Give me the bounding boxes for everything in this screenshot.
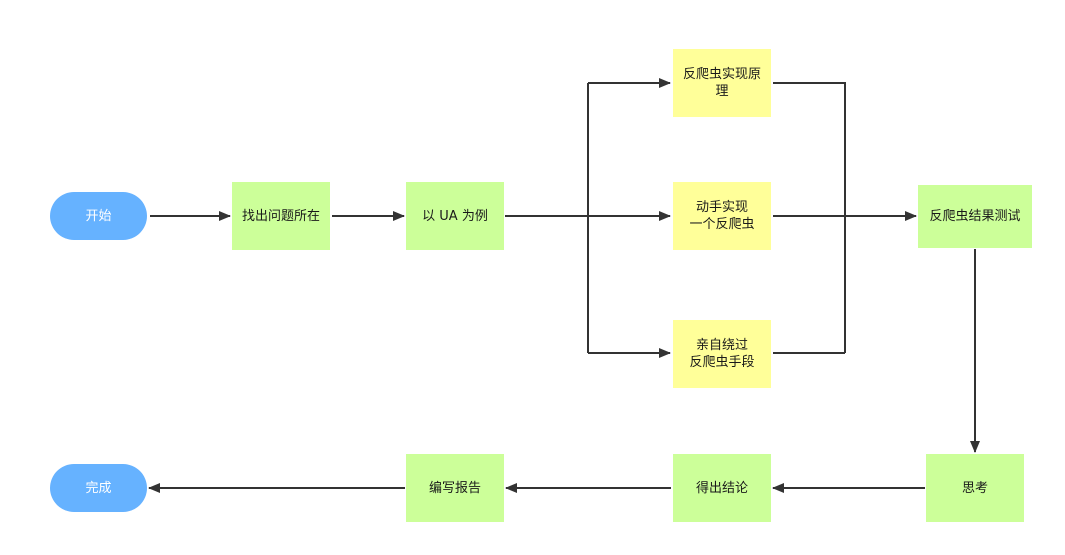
- done-node: 完成: [50, 464, 147, 512]
- think-node: 思考: [926, 454, 1024, 522]
- find-problem-node: 找出问题所在: [232, 182, 330, 250]
- edge-principle-to-merge: [773, 82, 846, 353]
- test-result-node: 反爬虫结果测试: [918, 185, 1032, 248]
- implement-node: 动手实现 一个反爬虫: [673, 182, 771, 250]
- ua-example-node: 以 UA 为例: [406, 182, 504, 250]
- report-node: 编写报告: [406, 454, 504, 522]
- principle-node: 反爬虫实现原 理: [673, 49, 771, 117]
- start-node: 开始: [50, 192, 147, 240]
- conclusion-node: 得出结论: [673, 454, 771, 522]
- bypass-node: 亲自绕过 反爬虫手段: [673, 320, 771, 388]
